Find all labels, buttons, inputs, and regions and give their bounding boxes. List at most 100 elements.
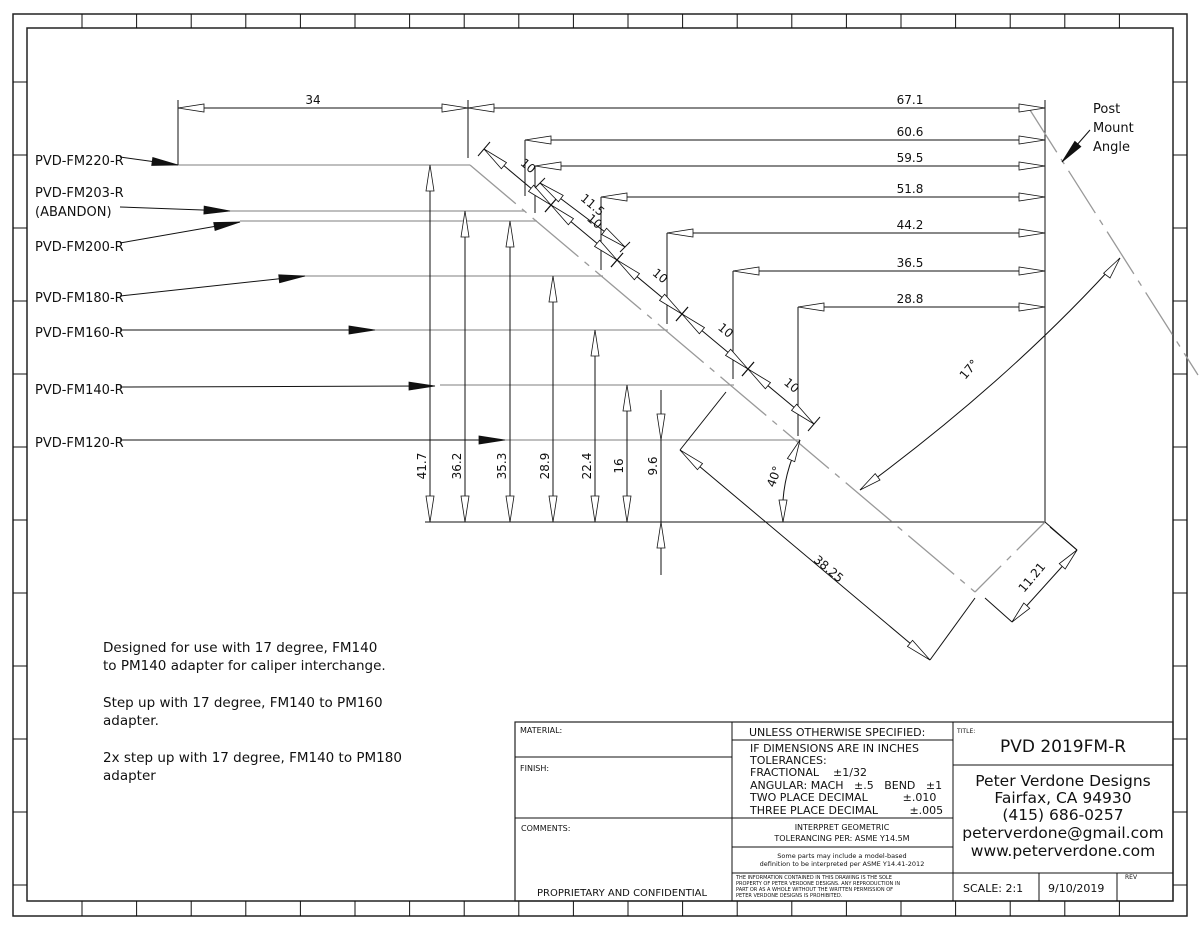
finish-label: FINISH: — [520, 764, 549, 773]
part-label-fm180: PVD-FM180-R — [35, 291, 124, 306]
svg-text:Fairfax, CA 94930: Fairfax, CA 94930 — [994, 789, 1131, 807]
dim-horizontal: 60.6 — [897, 125, 924, 139]
arrowhead — [797, 302, 825, 312]
svg-text:THREE PLACE DECIMAL ±.: THREE PLACE DECIMAL ±.005 — [749, 804, 943, 817]
arrowhead — [527, 184, 552, 206]
dim-vertical: 28.9 — [538, 453, 552, 480]
arrowhead — [681, 313, 706, 335]
arrowhead — [656, 521, 666, 549]
svg-text:Mount: Mount — [1093, 121, 1134, 136]
svg-text:PART OR AS A WHOLE WITHOUT THE: PART OR AS A WHOLE WITHOUT THE WRITTEN P… — [736, 887, 893, 893]
arrowhead — [1018, 161, 1046, 171]
svg-text:peterverdone@gmail.com: peterverdone@gmail.com — [962, 824, 1163, 842]
svg-text:(415) 686-0257: (415) 686-0257 — [1002, 806, 1123, 824]
dim-horizontal: 67.1 — [897, 93, 924, 107]
angle-arc-17 — [859, 257, 1121, 491]
dim-horizontal: 44.2 — [897, 218, 924, 232]
arrowhead — [550, 204, 575, 226]
arrowhead — [151, 156, 179, 166]
svg-text:PROPERTY OF PETER VERDONE DESI: PROPERTY OF PETER VERDONE DESIGNS. ANY R… — [736, 881, 900, 887]
arrowhead — [460, 495, 470, 523]
arrowhead — [505, 220, 515, 248]
arrowhead — [534, 161, 562, 171]
svg-text:PETER VERDONE DESIGNS IS PROHI: PETER VERDONE DESIGNS IS PROHIBITED. — [736, 893, 843, 899]
dim-length-38-25: 38.25 — [811, 553, 846, 586]
arrowhead — [859, 472, 881, 491]
dim-angle-40: 40° — [764, 464, 784, 489]
svg-text:adapter.: adapter. — [103, 713, 159, 729]
arrowhead — [278, 274, 306, 284]
svg-text:adapter: adapter — [103, 768, 156, 784]
svg-text:to PM140 adapter for caliper i: to PM140 adapter for caliper interchange… — [103, 658, 386, 674]
arrowhead — [778, 499, 788, 523]
rev-label: REV — [1125, 874, 1138, 881]
dim-vertical: 22.4 — [580, 453, 594, 480]
part-label-fm140: PVD-FM140-R — [35, 383, 124, 398]
arrowhead — [460, 210, 470, 238]
svg-text:TWO PLACE DECIMAL ±.0: TWO PLACE DECIMAL ±.010 — [749, 791, 936, 804]
dim-horizontal: 36.5 — [897, 256, 924, 270]
arrowhead — [1018, 103, 1046, 113]
arrowhead — [601, 227, 626, 248]
material-label: MATERIAL: — [520, 726, 562, 735]
arrowhead — [656, 413, 666, 441]
arrowhead — [1061, 140, 1082, 163]
part-label-fm220: PVD-FM220-R — [35, 154, 124, 169]
arrowhead — [467, 103, 495, 113]
arrowhead — [548, 495, 558, 523]
arrowhead — [177, 103, 205, 113]
arrowhead — [906, 639, 931, 661]
arrowhead — [548, 275, 558, 303]
arrowhead — [478, 435, 506, 445]
arrowhead — [1018, 135, 1046, 145]
dim-vertical: 36.2 — [450, 453, 464, 480]
dim-angle-17: 17° — [957, 357, 981, 382]
part-labels: PVD-FM220-R PVD-FM203-R (ABANDON) PVD-FM… — [35, 154, 124, 451]
arrowhead — [203, 205, 231, 215]
svg-text:Post: Post — [1093, 102, 1120, 117]
part-geometry — [178, 100, 1199, 593]
part-label-fm160: PVD-FM160-R — [35, 326, 124, 341]
svg-text:IF DIMENSIONS ARE IN INCHES: IF DIMENSIONS ARE IN INCHES — [750, 742, 919, 755]
svg-text:www.peterverdone.com: www.peterverdone.com — [971, 842, 1155, 860]
arrowhead — [622, 384, 632, 412]
dim-length-11-21: 11.21 — [1016, 560, 1049, 595]
arrowhead — [590, 495, 600, 523]
arrowhead — [666, 228, 694, 238]
arrowhead — [1018, 228, 1046, 238]
dim-horizontal: 51.8 — [897, 182, 924, 196]
design-notes: Designed for use with 17 degree, FM140 t… — [103, 640, 402, 784]
dim-horizontal: 59.5 — [897, 151, 924, 165]
svg-text:ANGULAR: MACH ±.5 BEND ±: ANGULAR: MACH ±.5 BEND ±1 — [750, 779, 942, 792]
scale-value: SCALE: 2:1 — [963, 882, 1023, 895]
proprietary-text: PROPRIETARY AND CONFIDENTIAL — [537, 888, 707, 899]
part-label-fm203: PVD-FM203-R — [35, 186, 124, 201]
arrowhead — [747, 368, 772, 390]
arrowhead — [425, 164, 435, 192]
post-mount-angle-label: Post Mount Angle — [1093, 102, 1134, 155]
svg-text:TITLE:: TITLE: — [956, 728, 975, 735]
arrowhead — [658, 293, 683, 315]
unless-specified: UNLESS OTHERWISE SPECIFIED: — [749, 726, 925, 739]
svg-text:Step up with 17 degree, FM140: Step up with 17 degree, FM140 to PM160 — [103, 695, 383, 711]
svg-text:TOLERANCING PER: ASME Y14.5M: TOLERANCING PER: ASME Y14.5M — [773, 834, 909, 843]
svg-text:FRACTIONAL ±1/32: FRACTIONAL ±1/32 — [750, 766, 867, 779]
arrowhead — [600, 192, 628, 202]
svg-text:Peter Verdone Designs: Peter Verdone Designs — [975, 772, 1150, 790]
drawing-title: PVD 2019FM-R — [1000, 737, 1126, 757]
arrowhead — [616, 259, 641, 281]
arrowhead — [425, 495, 435, 523]
arrowhead — [622, 495, 632, 523]
arrowhead — [441, 103, 469, 113]
dim-34: 34 — [305, 93, 320, 107]
svg-text:THE INFORMATION CONTAINED IN T: THE INFORMATION CONTAINED IN THIS DRAWIN… — [735, 875, 892, 881]
arrowhead — [505, 495, 515, 523]
arrowhead — [724, 348, 749, 370]
part-label-fm120: PVD-FM120-R — [35, 436, 124, 451]
part-label-fm203-abandon: (ABANDON) — [35, 205, 112, 220]
arrowhead — [1058, 549, 1078, 570]
svg-text:TOLERANCES:: TOLERANCES: — [749, 754, 827, 767]
arrowhead — [790, 403, 815, 425]
